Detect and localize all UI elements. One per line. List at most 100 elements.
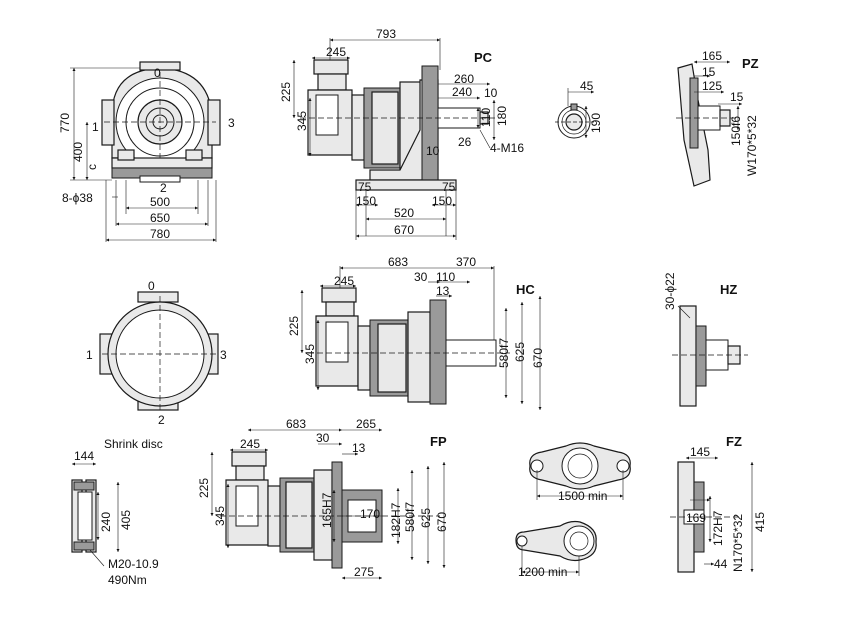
- fp-dim-670: 670: [435, 512, 449, 532]
- pc-dim-75a: 75: [358, 180, 372, 194]
- dim-770: 770: [58, 113, 72, 133]
- fz-spline: N170*5*32: [731, 514, 745, 572]
- arm-dim-1500: 1500 min: [558, 489, 607, 503]
- dim-400: 400: [71, 142, 85, 162]
- pc-dim-75b: 75: [442, 180, 456, 194]
- pz-dim-125: 125: [702, 79, 722, 93]
- fp-dim-683: 683: [286, 417, 306, 431]
- fz-view: [670, 461, 740, 573]
- hc-dim-670: 670: [531, 348, 545, 368]
- fp-dim-245: 245: [240, 437, 260, 451]
- fp-dim-580: 580f7: [403, 502, 417, 532]
- pc-dim-260: 260: [454, 72, 474, 86]
- view-label-hz: HZ: [720, 282, 737, 297]
- dim-holes: 8-ϕ38: [62, 191, 93, 205]
- pz-spline: W170*5*32: [745, 115, 759, 176]
- shrink-dim-144: 144: [74, 449, 94, 463]
- pc-thread: 4-M16: [490, 141, 524, 155]
- fz-dimensions: FZ 145 169 172H7 N170*5*32 415 44: [686, 434, 767, 572]
- shrink-disc-view: Shrink disc 144 240 405 M20-10.9 490Nm: [71, 437, 163, 587]
- hc-dimensions: HC 683 370 30 110 13 245 225 345 580f7 6…: [287, 255, 545, 410]
- fp-dim-345: 345: [213, 506, 227, 526]
- torque-arm-1200: 1200 min: [515, 520, 597, 579]
- hc-front-view: 0 1 2 3: [86, 279, 227, 427]
- shrink-dim-405: 405: [119, 510, 133, 530]
- hc-dim-580: 580f7: [497, 338, 511, 368]
- hc-pos-0: 0: [148, 279, 155, 293]
- pc-side-view: [300, 59, 500, 191]
- pos-label-1: 1: [92, 120, 99, 134]
- pc-dim-10b: 10: [426, 144, 440, 158]
- fp-dim-265: 265: [356, 417, 376, 431]
- view-label-fz: FZ: [726, 434, 742, 449]
- pc-dimensions: PC 793 245 225 345 260 240 10 110 180 26…: [279, 27, 524, 240]
- hc-dim-683: 683: [388, 255, 408, 269]
- fp-dim-170: 170: [360, 507, 380, 521]
- front-view-dimensions: 0 1 2 3 770 400 c 8-ϕ38 500 650 780: [58, 66, 235, 242]
- fp-dim-625: 625: [419, 508, 433, 528]
- fp-dim-13: 13: [352, 441, 366, 455]
- dim-780: 780: [150, 227, 170, 241]
- hc-dim-625: 625: [513, 342, 527, 362]
- hc-dim-370: 370: [456, 255, 476, 269]
- hc-dim-110: 110: [436, 270, 455, 284]
- hc-dim-345: 345: [303, 344, 317, 364]
- fp-dim-165: 165H7: [320, 492, 334, 528]
- pz-view: [676, 63, 740, 187]
- dim-c: c: [85, 164, 99, 170]
- key-dim-45: 45: [580, 79, 594, 93]
- hc-dim-13: 13: [436, 284, 450, 298]
- shrink-label: Shrink disc: [104, 437, 163, 451]
- pz-dimensions: PZ 165 15 125 15 150f6 W170*5*32: [694, 49, 759, 176]
- pc-dim-180: 180: [495, 106, 509, 126]
- hz-holes: 30-ϕ22: [663, 272, 677, 310]
- pc-dim-26: 26: [458, 135, 472, 149]
- fp-dim-225: 225: [197, 478, 211, 498]
- hc-side-view: [308, 287, 510, 405]
- dim-500: 500: [150, 195, 170, 209]
- torque-arm-1500: 1500 min: [529, 442, 631, 503]
- key-dim-190: 190: [589, 113, 603, 133]
- hc-pos-3: 3: [220, 348, 227, 362]
- view-label-fp: FP: [430, 434, 447, 449]
- fp-dimensions: FP 683 265 30 13 245 225 345 165H7 170 1…: [197, 417, 449, 580]
- hc-dim-245: 245: [334, 274, 354, 288]
- hz-view: HZ 30-ϕ22: [663, 272, 748, 407]
- arm-dim-1200: 1200 min: [518, 565, 567, 579]
- pos-label-2: 2: [160, 181, 167, 195]
- pz-dim-15a: 15: [702, 65, 716, 79]
- pz-fit: 150f6: [729, 116, 743, 146]
- pc-dim-793: 793: [376, 27, 396, 41]
- shrink-dim-240: 240: [99, 512, 113, 532]
- hc-dim-225: 225: [287, 316, 301, 336]
- view-label-pz: PZ: [742, 56, 759, 71]
- hc-dim-30: 30: [414, 270, 428, 284]
- pc-dim-240: 240: [452, 85, 472, 99]
- fp-dim-182: 182H7: [389, 502, 403, 538]
- pos-label-3: 3: [228, 116, 235, 130]
- view-label-pc: PC: [474, 50, 493, 65]
- pc-dim-520: 520: [394, 206, 414, 220]
- shaft-key-view: 45 190: [555, 79, 603, 139]
- pc-dim-245: 245: [326, 45, 346, 59]
- fz-dim-172: 172H7: [711, 510, 725, 546]
- shrink-torque: 490Nm: [108, 573, 147, 587]
- fp-dim-30: 30: [316, 431, 330, 445]
- pc-dim-670: 670: [394, 223, 414, 237]
- shrink-bolt: M20-10.9: [108, 557, 159, 571]
- fp-dim-275: 275: [354, 565, 374, 579]
- fz-dim-44: 44: [714, 557, 728, 571]
- pc-dim-225: 225: [279, 82, 293, 102]
- front-view-housing: [101, 61, 221, 183]
- pc-dim-150b: 150: [432, 194, 452, 208]
- pz-dim-165: 165: [702, 49, 722, 63]
- pc-dim-10a: 10: [484, 86, 498, 100]
- fz-dim-169: 169: [686, 511, 706, 525]
- view-label-hc: HC: [516, 282, 535, 297]
- pz-dim-15b: 15: [730, 90, 744, 104]
- fz-dim-415: 415: [753, 512, 767, 532]
- pc-dim-110: 110: [479, 108, 493, 127]
- hc-pos-2: 2: [158, 413, 165, 427]
